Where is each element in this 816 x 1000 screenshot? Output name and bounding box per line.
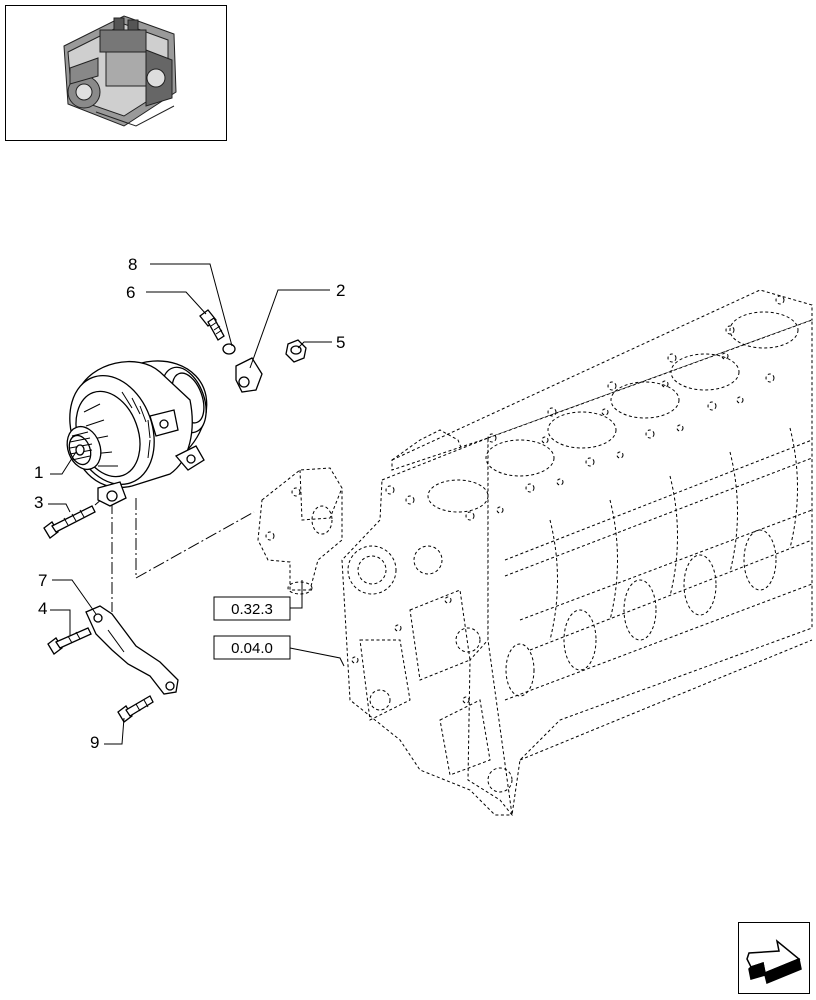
screw-9 [117, 695, 154, 723]
engine-block [341, 289, 813, 816]
reference-box-0-32-3[interactable]: 0.32.3 [213, 596, 291, 621]
reference-box-0-04-0[interactable]: 0.04.0 [213, 635, 291, 660]
reference-label-0-32-3[interactable]: 0.32.3 [231, 601, 273, 618]
callout-5: 5 [336, 333, 345, 352]
reference-label-0-04-0[interactable]: 0.04.0 [231, 640, 273, 657]
alternator [66, 360, 208, 507]
screw-3 [43, 505, 96, 539]
spacer-2 [235, 357, 263, 393]
callout-9: 9 [90, 733, 99, 752]
callout-2: 2 [336, 281, 345, 300]
engine-thumbnail-icon [63, 15, 177, 127]
next-page-button[interactable] [738, 922, 810, 994]
screw-4 [47, 627, 92, 655]
callout-4: 4 [38, 599, 47, 618]
next-page-arrow-icon[interactable] [739, 923, 809, 993]
callout-1: 1 [34, 463, 43, 482]
washer-8 [222, 343, 236, 355]
callout-3: 3 [34, 493, 43, 512]
callout-8: 8 [128, 255, 137, 274]
callout-6: 6 [126, 283, 135, 302]
bracket-7 [85, 605, 179, 695]
screw-6 [199, 309, 225, 341]
callout-7: 7 [38, 571, 47, 590]
callout-leaders [48, 263, 345, 745]
engine-thumbnail [5, 5, 227, 141]
thermostat-housing [257, 467, 343, 595]
guide-line-alternator-housing [135, 498, 255, 579]
